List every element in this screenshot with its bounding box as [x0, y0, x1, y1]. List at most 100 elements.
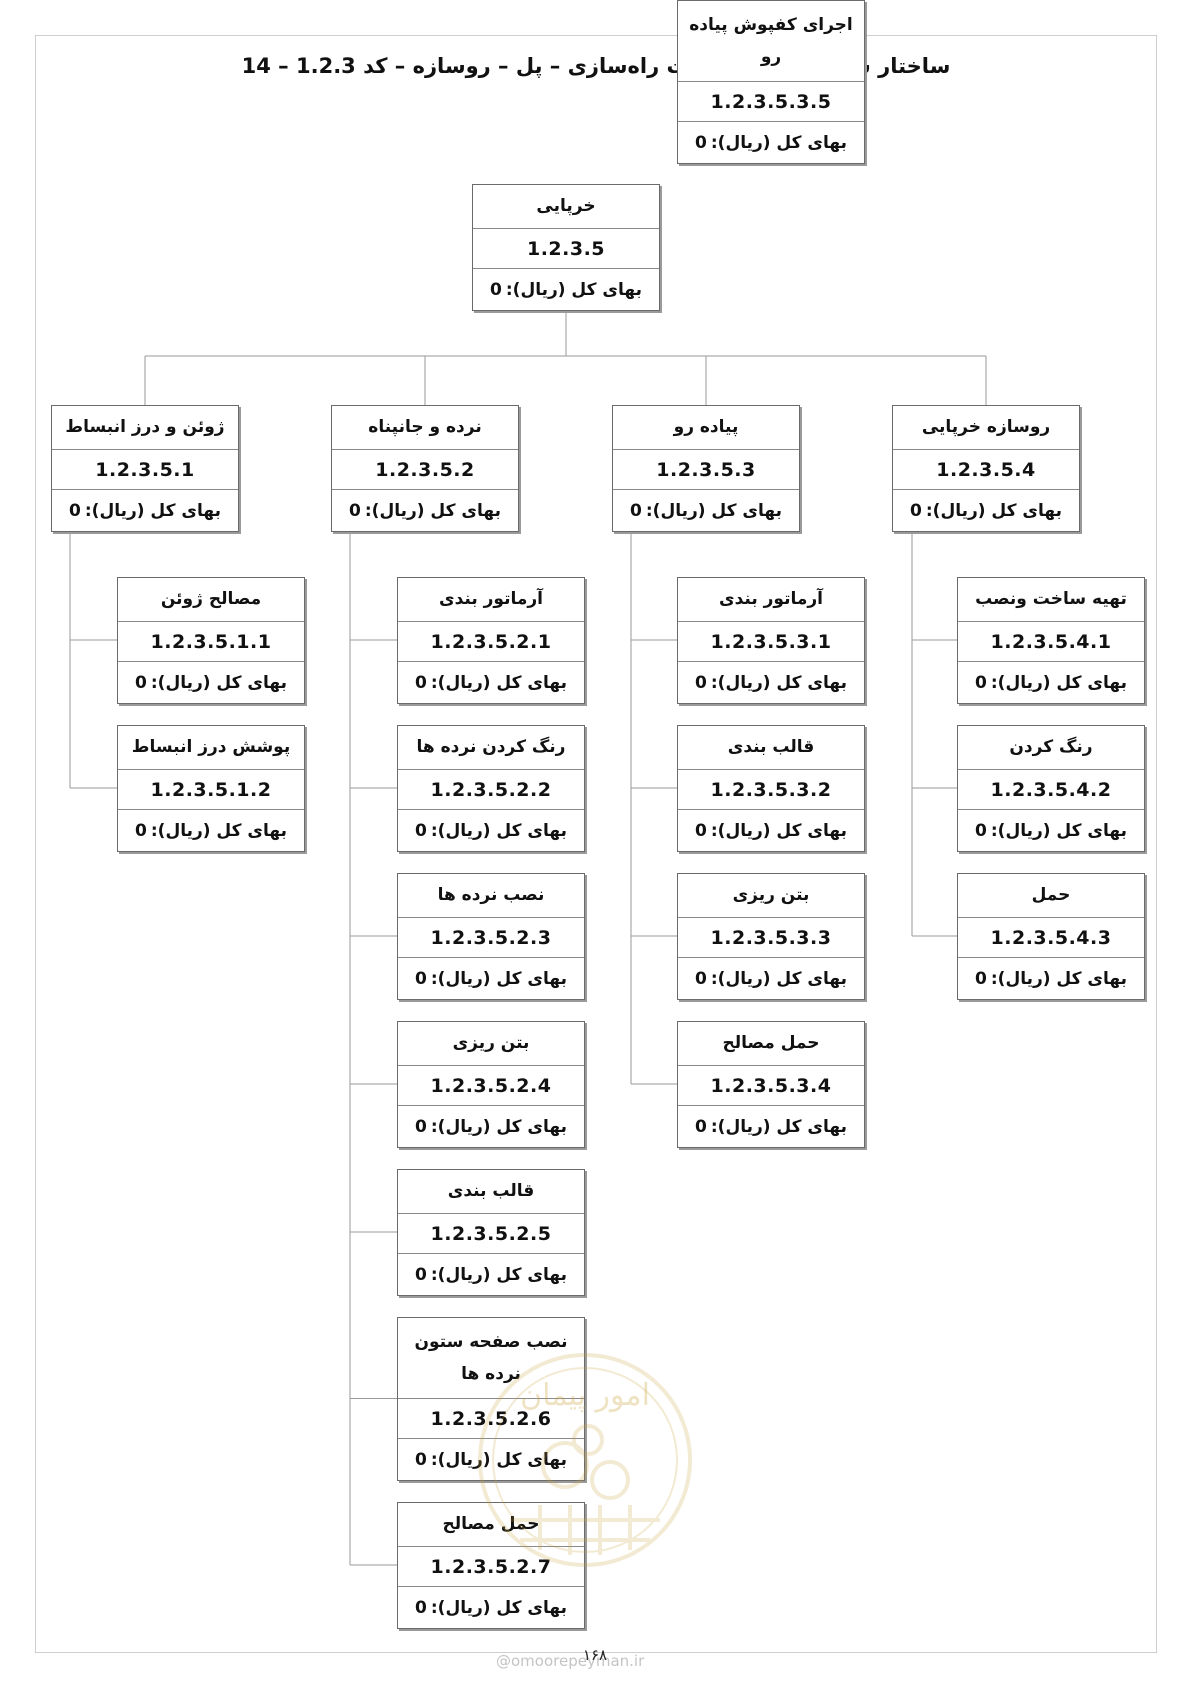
cost-label: بهای کل (ریال): — [925, 500, 1062, 521]
leaf-node: نصب نرده ها 1.2.3.5.2.3 بهای کل (ریال):0 — [397, 873, 585, 1000]
node-title: قالب بندی — [447, 1181, 535, 1202]
leaf-node: حمل 1.2.3.5.4.3 بهای کل (ریال):0 — [957, 873, 1145, 1000]
cost-value: 0 — [349, 500, 361, 521]
cost-value: 0 — [415, 1449, 427, 1470]
cost-value: 0 — [415, 1597, 427, 1618]
node-code: 1.2.3.5.2.7 — [398, 1546, 584, 1586]
node-title: تهیه ساخت ونصب — [975, 589, 1127, 610]
node-code: 1.2.3.5.2.2 — [398, 769, 584, 809]
node-code: 1.2.3.5.2.3 — [398, 917, 584, 957]
node-cost: بهای کل (ریال):0 — [678, 661, 864, 703]
cost-value: 0 — [975, 820, 987, 841]
node-code: 1.2.3.5.3.4 — [678, 1065, 864, 1105]
node-title: حمل — [1031, 885, 1071, 906]
node-cost: بهای کل (ریال):0 — [958, 661, 1144, 703]
node-cost: بهای کل (ریال):0 — [958, 809, 1144, 851]
cost-label: بهای کل (ریال): — [710, 672, 847, 693]
node-cost: بهای کل (ریال):0 — [678, 809, 864, 851]
node-code: 1.2.3.5.4 — [893, 449, 1079, 489]
node-cost: بهای کل (ریال):0 — [678, 121, 864, 163]
cost-label: بهای کل (ریال): — [710, 820, 847, 841]
cost-label: بهای کل (ریال): — [990, 820, 1127, 841]
node-cost: بهای کل (ریال):0 — [332, 489, 518, 531]
cost-value: 0 — [415, 672, 427, 693]
node-cost: بهای کل (ریال):0 — [678, 957, 864, 999]
node-title: بتن ریزی — [452, 1033, 530, 1054]
cost-value: 0 — [695, 820, 707, 841]
node-code: 1.2.3.5.1.2 — [118, 769, 304, 809]
node-code: 1.2.3.5.3 — [613, 449, 799, 489]
node-cost: بهای کل (ریال):0 — [613, 489, 799, 531]
node-cost: بهای کل (ریال):0 — [118, 661, 304, 703]
cost-label: بهای کل (ریال): — [430, 1264, 567, 1285]
node-title: حمل مصالح — [442, 1514, 540, 1535]
cost-label: بهای کل (ریال): — [150, 820, 287, 841]
node-cost: بهای کل (ریال):0 — [893, 489, 1079, 531]
cost-label: بهای کل (ریال): — [990, 968, 1127, 989]
node-title: پیاده رو — [673, 417, 739, 438]
cost-value: 0 — [135, 672, 147, 693]
node-code: 1.2.3.5.2.4 — [398, 1065, 584, 1105]
cost-label: بهای کل (ریال): — [150, 672, 287, 693]
cost-value: 0 — [975, 672, 987, 693]
node-title: بتن ریزی — [732, 885, 810, 906]
cost-label: بهای کل (ریال): — [84, 500, 221, 521]
cost-value: 0 — [490, 279, 502, 300]
node-title: نصب نرده ها — [437, 885, 545, 906]
cost-label: بهای کل (ریال): — [710, 968, 847, 989]
node-title: ژوئن و درز انبساط — [65, 417, 225, 438]
node-cost: بهای کل (ریال):0 — [678, 1105, 864, 1147]
node-code: 1.2.3.5.3.3 — [678, 917, 864, 957]
cost-value: 0 — [975, 968, 987, 989]
node-title: رنگ کردن نرده ها — [416, 737, 566, 758]
cost-label: بهای کل (ریال): — [710, 1116, 847, 1137]
node-code: 1.2.3.5.2 — [332, 449, 518, 489]
cost-value: 0 — [69, 500, 81, 521]
cost-label: بهای کل (ریال): — [430, 968, 567, 989]
cost-label: بهای کل (ریال): — [430, 820, 567, 841]
cost-label: بهای کل (ریال): — [505, 279, 642, 300]
cost-value: 0 — [630, 500, 642, 521]
cost-value: 0 — [695, 1116, 707, 1137]
watermark-seal: امور پیمان — [478, 1353, 692, 1567]
node-code: 1.2.3.5.3.2 — [678, 769, 864, 809]
node-title: اجرای کفپوش پیاده رو — [689, 14, 853, 67]
node-cost: بهای کل (ریال):0 — [398, 1438, 584, 1480]
node-cost: بهای کل (ریال):0 — [398, 1586, 584, 1628]
node-cost: بهای کل (ریال):0 — [398, 661, 584, 703]
svg-text:امور پیمان: امور پیمان — [520, 1378, 650, 1413]
page-frame — [35, 35, 1157, 1653]
cost-value: 0 — [135, 820, 147, 841]
node-title: آرماتور بندی — [719, 589, 823, 610]
cost-value: 0 — [695, 672, 707, 693]
cost-label: بهای کل (ریال): — [430, 1597, 567, 1618]
node-title: مصالح ژوئن — [160, 589, 262, 610]
node-cost: بهای کل (ریال):0 — [398, 1253, 584, 1295]
node-code: 1.2.3.5.4.1 — [958, 621, 1144, 661]
node-title: روسازه خرپایی — [921, 417, 1051, 438]
node-cost: بهای کل (ریال):0 — [118, 809, 304, 851]
node-code: 1.2.3.5.4.3 — [958, 917, 1144, 957]
node-code: 1.2.3.5 — [473, 228, 659, 268]
page-number: ۱۶۸ — [582, 1646, 608, 1664]
cost-value: 0 — [415, 968, 427, 989]
cost-label: بهای کل (ریال): — [430, 672, 567, 693]
node-cost: بهای کل (ریال):0 — [398, 809, 584, 851]
node-cost: بهای کل (ریال):0 — [473, 268, 659, 310]
